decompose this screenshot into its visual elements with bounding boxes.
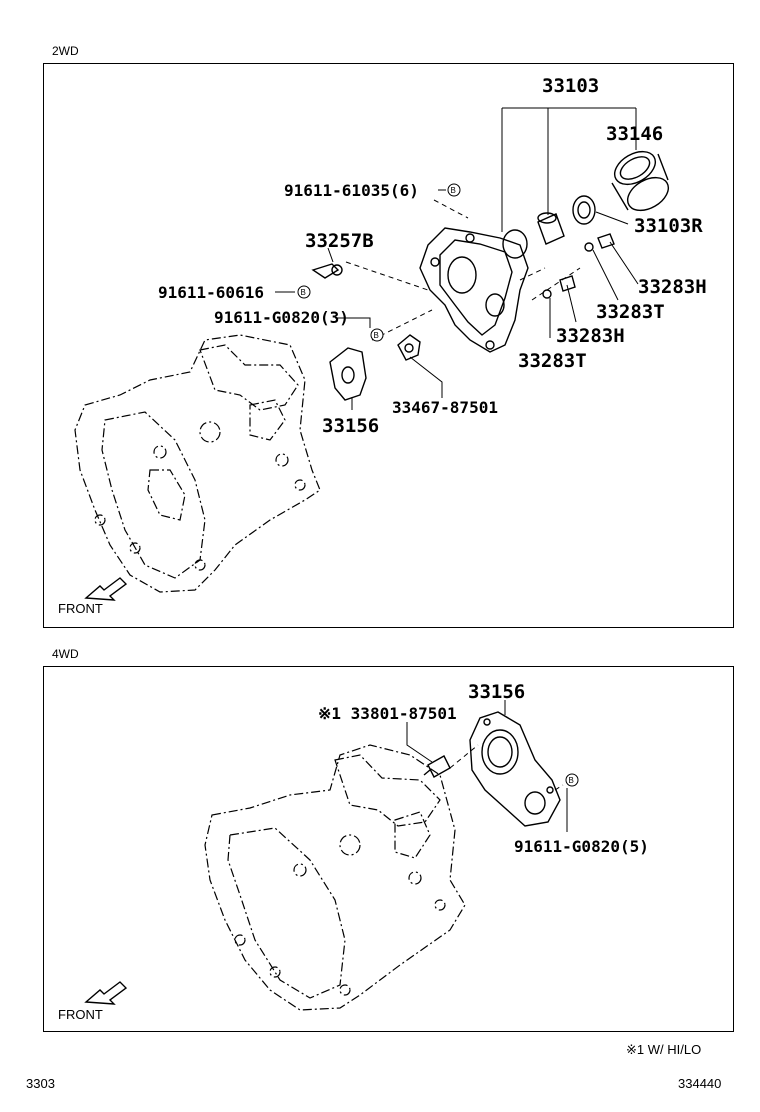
part-number-33283h: 33283H bbox=[638, 276, 707, 298]
svg-text:B: B bbox=[301, 288, 306, 297]
front-arrow-icon bbox=[84, 577, 128, 601]
part-number-33257b: 33257B bbox=[305, 230, 374, 252]
part-number-33103: 33103 bbox=[542, 75, 599, 97]
front-label-2wd: FRONT bbox=[58, 601, 103, 616]
bolts-washers-2wd bbox=[542, 233, 615, 299]
leader-lines-4wd bbox=[406, 700, 568, 832]
plate-33156-4wd bbox=[469, 711, 561, 827]
diagram-panel-4wd bbox=[43, 666, 734, 1032]
leader-lines-2wd bbox=[275, 107, 639, 410]
rear-housing-2wd bbox=[419, 227, 529, 353]
oil-seal-33146 bbox=[611, 150, 669, 212]
part-number-33467-87501: 33467-87501 bbox=[392, 398, 498, 417]
front-label-4wd: FRONT bbox=[58, 1007, 103, 1022]
svg-text:B: B bbox=[451, 186, 456, 195]
transmission-case-4wd bbox=[204, 744, 466, 1011]
part-number-33801-87501: ※1 33801-87501 bbox=[318, 704, 457, 723]
part-number-33156-4wd: 33156 bbox=[468, 681, 525, 703]
part-number-33283t-2: 33283T bbox=[518, 350, 587, 372]
part-number-91611-61035: 91611-61035(6) bbox=[284, 181, 419, 200]
part-number-33146: 33146 bbox=[606, 123, 663, 145]
lever-33257b bbox=[311, 263, 343, 279]
part-number-33103r: 33103R bbox=[634, 215, 703, 237]
part-number-91611-60616: 91611-60616 bbox=[158, 283, 264, 302]
part-number-33283h-2: 33283H bbox=[556, 325, 625, 347]
page-code-left: 3303 bbox=[26, 1076, 55, 1091]
part-number-33156: 33156 bbox=[322, 415, 379, 437]
diagram-panel-2wd bbox=[43, 63, 734, 628]
section-label-4wd: 4WD bbox=[52, 647, 79, 661]
page-code-right: 334440 bbox=[678, 1076, 722, 1091]
svg-text:B: B bbox=[374, 331, 379, 340]
part-number-91611-g0820: 91611-G0820(3) bbox=[214, 308, 349, 327]
transmission-case-2wd bbox=[74, 334, 321, 593]
bearing-33103r bbox=[572, 195, 596, 225]
svg-text:B: B bbox=[569, 776, 574, 785]
footnote: ※1 W/ HI/LO bbox=[626, 1042, 702, 1057]
bushing-33103 bbox=[537, 212, 565, 245]
bolt-mark-icon-4wd: B bbox=[565, 773, 579, 787]
part-number-91611-g0820-4wd: 91611-G0820(5) bbox=[514, 837, 649, 856]
bolt-mark-icon: B B B bbox=[297, 183, 461, 342]
plug-33467 bbox=[397, 334, 421, 361]
part-number-33283t: 33283T bbox=[596, 301, 665, 323]
plate-33156 bbox=[329, 347, 367, 401]
front-arrow-icon-4wd bbox=[84, 981, 128, 1005]
section-label-2wd: 2WD bbox=[52, 44, 79, 58]
